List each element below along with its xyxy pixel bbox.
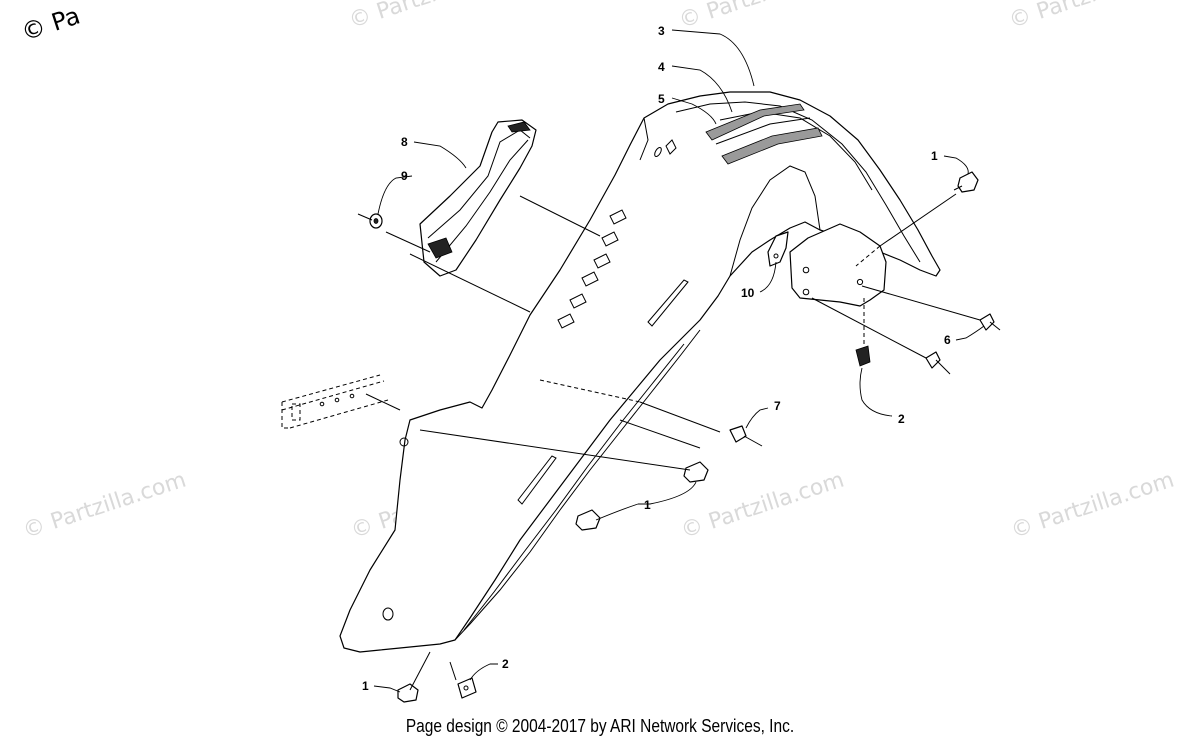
footer-copyright: Page design © 2004-2017 by ARI Network S… bbox=[405, 716, 795, 736]
frame-rail bbox=[281, 374, 389, 429]
callout-9: 9 bbox=[401, 169, 408, 183]
chain-guard-body bbox=[339, 91, 941, 653]
callout-8: 8 bbox=[401, 135, 408, 149]
callout-6: 6 bbox=[944, 333, 951, 347]
callout-leaders bbox=[373, 29, 985, 693]
callout-3: 3 bbox=[658, 24, 665, 38]
foam-pad bbox=[419, 119, 537, 277]
washer bbox=[369, 213, 383, 229]
decals bbox=[705, 103, 823, 165]
callout-2: 2 bbox=[502, 657, 509, 671]
callout-7: 7 bbox=[774, 399, 781, 413]
clip-part bbox=[767, 231, 789, 267]
callout-2: 2 bbox=[898, 412, 905, 426]
callout-4: 4 bbox=[658, 60, 665, 74]
alignment-lines bbox=[357, 193, 981, 681]
callout-labels: 3 4 5 8 9 1 10 6 2 7 1 1 2 bbox=[362, 24, 951, 693]
callout-1: 1 bbox=[644, 498, 651, 512]
callout-10: 10 bbox=[741, 286, 755, 300]
callout-1: 1 bbox=[362, 679, 369, 693]
callout-1: 1 bbox=[931, 149, 938, 163]
rear-bracket bbox=[789, 223, 887, 307]
callout-5: 5 bbox=[658, 92, 665, 106]
